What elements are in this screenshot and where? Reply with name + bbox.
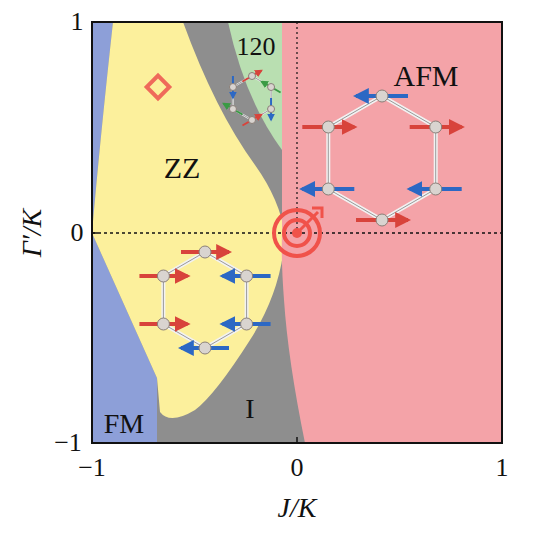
phase-label: 120 [237,34,276,60]
plot-frame [92,22,502,443]
phase-name: 120 [237,34,276,60]
tick-label: −1 [54,430,82,456]
lattice-bond [163,252,246,348]
ticks [92,22,502,443]
lattice-site [241,318,253,330]
lattice-site [268,106,275,113]
lattice-site [229,84,236,91]
phase-name: ZZ [164,153,201,183]
tick-label: 0 [71,220,84,246]
lattice-site [199,246,211,258]
phase-label: FM [104,410,144,438]
zz-region [92,22,285,418]
lattice-site [430,121,442,133]
lattice-site [199,342,211,354]
lattice-site [322,121,334,133]
phase-label: I [245,395,254,423]
lattice-site [322,183,334,195]
axis-title: Γ′/K [18,209,46,258]
lattice-site [376,90,388,102]
target-symbol [274,208,322,256]
lattice-site [157,270,169,282]
grey-region [92,22,502,443]
diamond-marker [147,76,170,99]
spin-illustrations [139,71,461,355]
lattice-site [268,84,275,91]
lattice-site [376,214,388,226]
tick-label: −1 [78,455,106,481]
spin-arrow [262,82,281,93]
phase-name: AFM [393,61,458,91]
lattice-bond [328,96,435,220]
spin-arrow [242,71,261,82]
lattice-site [249,117,256,124]
120-region [228,22,282,150]
phase-label: AFM [393,61,458,91]
lattice-bond [328,96,435,220]
phase-label: ZZ [164,153,201,183]
lattice-site [229,106,236,113]
lattice-bond [163,252,246,348]
phase-name: I [245,395,254,423]
lattice-site [430,183,442,195]
spin-arrow [242,115,261,126]
lattice-site [157,318,169,330]
tick-label: 1 [71,9,84,35]
lattice-site [249,73,256,80]
tick-label: 1 [496,455,509,481]
phase-name: FM [104,410,144,438]
spin-arrow [223,104,242,115]
lattice-site [241,270,253,282]
zero-line [296,22,297,233]
axis-title: J/K [278,494,317,522]
tick-label: 0 [291,455,304,481]
